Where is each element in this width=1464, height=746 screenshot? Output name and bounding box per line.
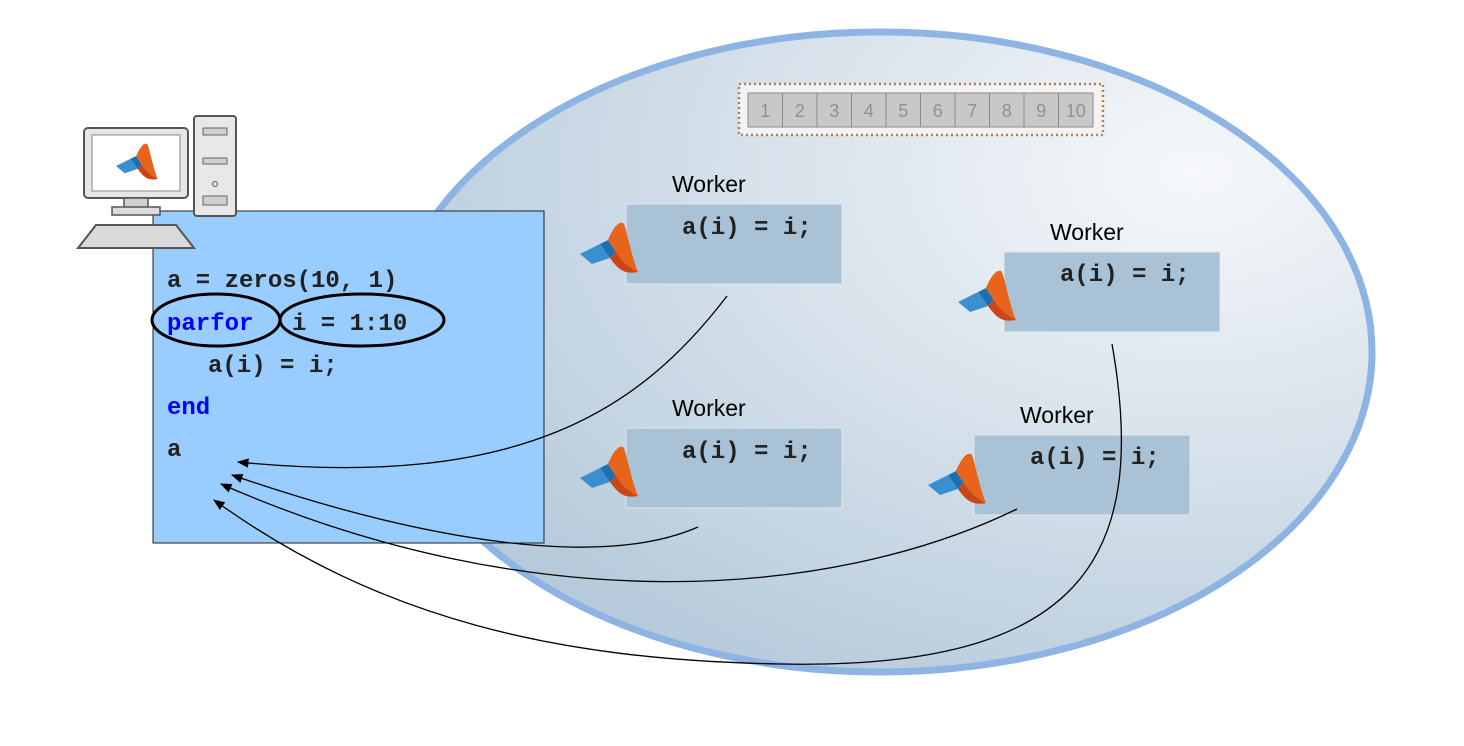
iteration-cell: 6	[920, 92, 956, 128]
iteration-number: 4	[864, 101, 874, 121]
iteration-cell: 7	[954, 92, 990, 128]
worker-code-box	[625, 203, 843, 285]
arrow-worker-4	[219, 483, 1018, 583]
client-code-panel	[152, 210, 545, 544]
worker-3: Worker a(i) = i;	[580, 395, 843, 509]
iteration-strip: 1 2 3 4 5 6 7 8 9 10	[737, 82, 1105, 137]
end-keyword: end	[167, 395, 210, 422]
iteration-cell: 5	[885, 92, 921, 128]
loop-range: i = 1:10	[292, 311, 407, 338]
worker-1: Worker a(i) = i;	[580, 171, 843, 285]
range-highlight-ellipse	[278, 292, 446, 348]
worker-code: a(i) = i;	[682, 439, 812, 466]
output-var: a	[167, 437, 181, 464]
worker-code-box	[973, 434, 1191, 516]
iteration-number: 10	[1066, 101, 1086, 121]
worker-label: Worker	[1020, 402, 1094, 428]
iteration-number: 9	[1036, 101, 1046, 121]
code-line-zeros: a = zeros(10, 1)	[167, 268, 397, 295]
result-arrows	[213, 295, 1123, 665]
iteration-number: 5	[898, 101, 908, 121]
loop-body: a(i) = i;	[208, 353, 338, 380]
iteration-cell: 8	[989, 92, 1025, 128]
worker-code: a(i) = i;	[682, 215, 812, 242]
arrow-worker-1	[236, 295, 728, 469]
parfor-keyword: parfor	[167, 311, 253, 338]
iteration-number: 1	[760, 101, 770, 121]
worker-code: a(i) = i;	[1060, 262, 1190, 289]
iteration-cell: 4	[851, 92, 887, 128]
worker-code-box	[625, 427, 843, 509]
worker-4: Worker a(i) = i;	[928, 402, 1191, 516]
iteration-cell: 10	[1058, 92, 1094, 128]
iteration-number: 3	[829, 101, 839, 121]
arrow-worker-2	[213, 343, 1123, 665]
iteration-cell: 9	[1023, 92, 1059, 128]
worker-label: Worker	[672, 171, 746, 197]
iteration-number: 7	[967, 101, 977, 121]
worker-label: Worker	[1050, 219, 1124, 245]
worker-code: a(i) = i;	[1030, 445, 1160, 472]
computer-icon	[75, 115, 237, 249]
iteration-cell: 3	[816, 92, 852, 128]
worker-code-box	[1003, 251, 1221, 333]
iteration-number: 8	[1002, 101, 1012, 121]
worker-label: Worker	[672, 395, 746, 421]
iteration-number: 6	[933, 101, 943, 121]
worker-2: Worker a(i) = i;	[958, 219, 1221, 333]
iteration-number: 2	[795, 101, 805, 121]
iteration-cell: 2	[782, 92, 818, 128]
arrow-worker-3	[230, 474, 699, 548]
iteration-cell: 1	[747, 92, 783, 128]
